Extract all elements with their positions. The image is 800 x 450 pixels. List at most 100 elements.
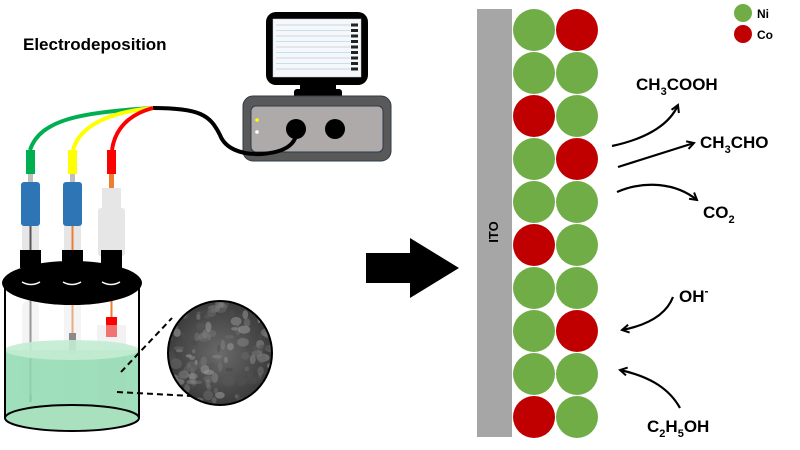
legend: Ni Co <box>734 4 773 43</box>
co-atom <box>556 310 598 352</box>
sem-grain <box>267 301 272 306</box>
sem-grain <box>196 314 201 320</box>
sem-grain <box>194 360 198 365</box>
zoom-line-lower <box>116 391 211 398</box>
sem-grain <box>237 325 251 334</box>
screen-plot-lines <box>276 23 358 71</box>
potentiostat <box>242 12 392 162</box>
screen-marker <box>351 62 358 65</box>
cell-lid <box>2 250 142 305</box>
sem-grain <box>174 305 180 311</box>
screen-marker <box>351 56 358 60</box>
product-acetic-acid: CH3COOH <box>636 75 718 98</box>
sem-grain <box>170 358 182 370</box>
sem-grain <box>185 354 192 358</box>
screen-marker <box>351 45 358 49</box>
sem-grain <box>236 377 247 386</box>
ni-atom <box>556 353 598 395</box>
sem-grain <box>262 308 270 313</box>
sem-grain <box>222 376 235 387</box>
sem-grain <box>220 339 226 350</box>
sem-grain <box>184 384 191 393</box>
monitor-screen <box>272 18 362 78</box>
sem-grain <box>181 332 186 339</box>
sem-grain <box>217 361 223 372</box>
co-atom <box>513 95 555 137</box>
ni-atom <box>556 267 598 309</box>
sem-grain <box>213 387 218 395</box>
sem-grain <box>168 310 173 319</box>
sem-grain <box>173 301 181 311</box>
sem-grain <box>224 335 235 339</box>
sem-grain <box>247 400 252 405</box>
sem-grain <box>257 354 266 364</box>
ni-atom <box>513 9 555 51</box>
sem-grain <box>196 322 205 331</box>
sem-grain <box>187 362 192 369</box>
ni-atom <box>513 310 555 352</box>
sem-grain <box>176 310 180 320</box>
screen-marker <box>351 23 358 27</box>
indicator-led-white <box>255 130 259 134</box>
sem-grain <box>262 381 272 387</box>
sem-grain <box>270 301 272 305</box>
sem-grain <box>235 393 241 403</box>
sem-grain <box>262 392 272 402</box>
ni-atom <box>556 52 598 94</box>
sem-grain <box>245 376 257 385</box>
sem-grain <box>227 343 234 351</box>
sem-grain <box>207 308 216 318</box>
arrow-to-co2 <box>616 183 697 200</box>
legend-ni-swatch <box>734 4 752 22</box>
ito-label: ITO <box>486 221 501 242</box>
sem-grain <box>190 339 199 346</box>
sem-grain <box>186 379 197 385</box>
sem-grain <box>188 373 198 380</box>
connector-port-2 <box>325 119 345 139</box>
ni-atom <box>556 224 598 266</box>
cell-bottom <box>4 404 140 432</box>
sem-grain <box>183 366 190 376</box>
sem-grain <box>194 332 200 342</box>
ito-substrate <box>477 9 512 437</box>
sem-grain <box>176 340 182 347</box>
co-atom <box>556 9 598 51</box>
ni-atom <box>556 95 598 137</box>
sem-grain <box>217 344 221 353</box>
sem-grain <box>211 397 217 404</box>
legend-co-label: Co <box>757 28 773 42</box>
sem-grain <box>237 337 249 347</box>
screen-marker <box>351 40 358 43</box>
screen-marker <box>351 29 358 32</box>
title-electrodeposition: Electrodeposition <box>23 35 167 54</box>
sem-grain <box>268 323 272 334</box>
screen-marker <box>351 51 358 54</box>
nico-lattice <box>513 9 598 438</box>
sem-grain <box>262 382 270 387</box>
sem-grain <box>173 346 185 350</box>
co-atom <box>513 396 555 438</box>
connector-port-1 <box>286 119 306 139</box>
monitor-neck <box>300 85 336 91</box>
reactant-ethanol: C2H5OH <box>647 417 709 440</box>
red-wire <box>110 106 154 151</box>
arrow-from-hydroxide <box>622 296 675 330</box>
screen-marker <box>351 67 358 71</box>
sem-grain <box>200 356 207 367</box>
sem-image <box>167 300 273 406</box>
product-acetaldehyde: CH3CHO <box>700 133 768 156</box>
arrow-to-acetic-acid <box>611 105 678 148</box>
sem-grain <box>225 367 233 372</box>
sem-grain <box>205 378 211 388</box>
sem-grain <box>257 334 264 340</box>
sem-grain <box>257 366 264 376</box>
indicator-led-yellow <box>255 118 259 122</box>
sem-grain <box>191 349 196 354</box>
arrow-to-acetaldehyde <box>617 143 694 169</box>
sem-grain <box>251 350 263 357</box>
sem-grain <box>189 385 195 390</box>
sem-grain <box>230 316 242 326</box>
co-atom <box>513 224 555 266</box>
